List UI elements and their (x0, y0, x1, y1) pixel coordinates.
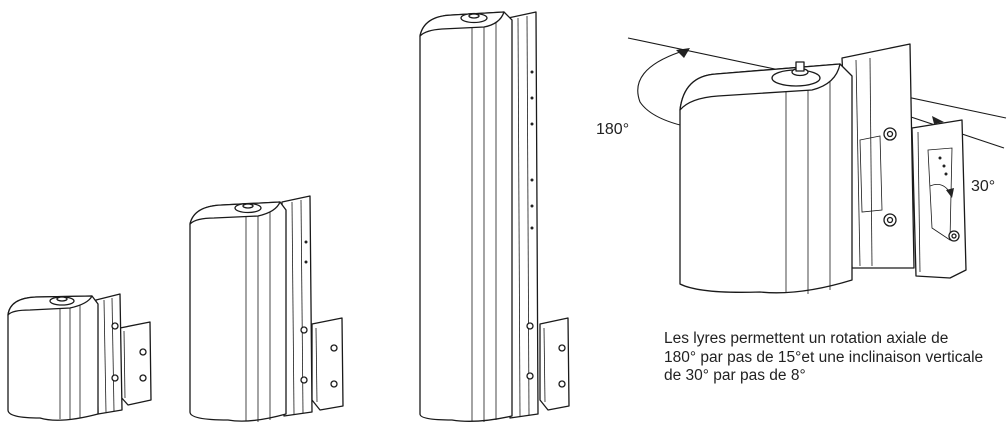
medium-column-speaker (189, 195, 344, 422)
small-column-speaker (7, 293, 152, 421)
tilt-angle-label: 30° (971, 178, 996, 195)
detail-speaker-with-lyre-bracket (627, 37, 1007, 294)
bracket-caption: Les lyres permettent un rotation axiale … (664, 330, 984, 384)
rotation-angle-label: 180° (596, 121, 630, 138)
tall-column-speaker (419, 11, 570, 422)
